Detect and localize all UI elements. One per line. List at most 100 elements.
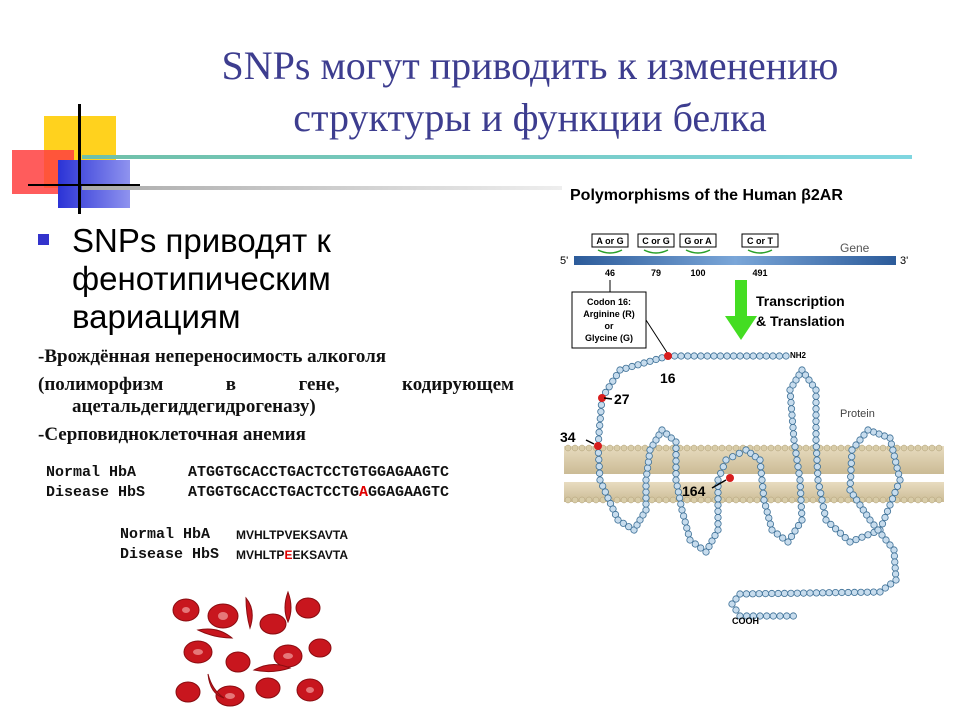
amino-acid-bead xyxy=(883,507,892,515)
amino-acid-bead xyxy=(847,473,855,481)
amino-acid-bead xyxy=(858,533,866,541)
point-enzyme: ацетальдегиддегидрогеназу) xyxy=(72,396,316,417)
membrane-head xyxy=(935,444,943,452)
amino-acid-bead xyxy=(818,496,826,504)
amino-acid-bead xyxy=(791,527,799,535)
membrane-head xyxy=(585,496,593,504)
amino-acid-bead xyxy=(677,352,685,360)
amino-acid-bead xyxy=(730,352,738,360)
membrane-head xyxy=(921,444,929,452)
point-sickle: -Серповидноклеточная анемия xyxy=(38,424,306,445)
amino-acid-bead xyxy=(882,536,890,544)
membrane-head xyxy=(900,444,908,452)
amino-acid-bead xyxy=(732,595,740,603)
amino-acid-bead xyxy=(814,469,822,477)
amino-acid-bead xyxy=(822,516,830,524)
amino-acid-bead xyxy=(789,612,797,620)
amino-acid-bead xyxy=(812,430,820,438)
amino-acid-bead xyxy=(597,401,606,409)
bullet-line-1: SNPs приводят к xyxy=(72,222,331,259)
amino-acid-bead xyxy=(878,520,887,528)
amino-acid-bead xyxy=(792,449,800,457)
amino-acid-bead xyxy=(674,488,682,496)
residue-16-marker xyxy=(664,352,672,360)
membrane-head xyxy=(879,444,887,452)
membrane-head xyxy=(683,496,691,504)
amino-acid-bead xyxy=(763,508,771,516)
amino-acid-bead xyxy=(711,531,719,540)
amino-acid-bead xyxy=(595,469,604,477)
membrane-head xyxy=(718,444,726,452)
amino-acid-bead xyxy=(864,426,872,434)
amino-acid-bead xyxy=(869,588,878,596)
amino-acid-bead xyxy=(710,352,718,360)
membrane-head xyxy=(627,496,635,504)
amino-acid-bead xyxy=(616,366,624,374)
amino-acid-bead xyxy=(595,428,603,436)
point-word: гене, xyxy=(298,374,340,395)
amino-acid-bead xyxy=(599,482,607,490)
amino-acid-bead xyxy=(722,456,730,464)
amino-acid-bead xyxy=(876,588,884,596)
amino-acid-bead xyxy=(863,511,871,519)
amino-acid-bead xyxy=(896,476,904,484)
amino-acid-bead xyxy=(775,352,783,360)
title-underline xyxy=(82,155,912,159)
amino-acid-bead xyxy=(667,434,675,442)
amino-acid-bead xyxy=(794,463,802,471)
deco-horizontal-line-black xyxy=(28,184,140,186)
amino-acid-bead xyxy=(766,520,774,528)
amino-acid-bead xyxy=(736,590,744,598)
amino-acid-bead xyxy=(714,476,722,484)
membrane-head xyxy=(739,496,747,504)
amino-acid-bead xyxy=(769,612,777,620)
membrane-head xyxy=(767,444,775,452)
amino-acid-bead xyxy=(703,352,711,360)
amino-acid-bead xyxy=(891,564,899,572)
protein-label: Protein xyxy=(840,408,875,420)
cooh-label: COOH xyxy=(732,616,759,626)
amino-acid-bead xyxy=(891,488,899,497)
snp-change: C or G xyxy=(642,236,670,246)
amino-acid-bead xyxy=(714,513,722,522)
amino-acid-bead xyxy=(690,352,698,360)
amino-acid-bead xyxy=(892,458,900,466)
amino-acid-bead xyxy=(714,495,722,503)
amino-acid-bead xyxy=(732,606,740,614)
amino-acid-bead xyxy=(765,514,773,522)
amino-acid-bead xyxy=(797,496,805,504)
amino-acid-bead xyxy=(890,452,898,460)
amino-acid-bead xyxy=(743,352,751,360)
membrane-head xyxy=(690,496,698,504)
amino-acid-bead xyxy=(779,534,787,542)
amino-acid-bead xyxy=(863,588,871,596)
membrane-head xyxy=(585,444,593,452)
gene-label: Gene xyxy=(840,241,870,255)
membrane-head xyxy=(914,444,922,452)
title-underline-gray xyxy=(82,186,562,190)
membrane-head xyxy=(788,496,796,504)
membrane-head xyxy=(725,444,733,452)
amino-acid-bead xyxy=(596,415,604,423)
membrane-head xyxy=(697,496,705,504)
amino-acid-bead xyxy=(890,552,898,560)
membrane-head xyxy=(571,444,579,452)
amino-acid-bead xyxy=(612,372,621,380)
seq-part: GGAGAAGTC xyxy=(368,484,450,501)
seq-part: EKSAVTA xyxy=(292,548,349,562)
amino-acid-bead xyxy=(644,464,652,472)
membrane-head xyxy=(837,496,845,504)
amino-acid-bead xyxy=(814,476,822,484)
membrane-head xyxy=(865,496,873,504)
amino-acid-bead xyxy=(787,532,796,541)
amino-acid-bead xyxy=(815,483,823,491)
membrane-head xyxy=(620,496,628,504)
membrane-head xyxy=(753,444,761,452)
amino-acid-bead xyxy=(723,352,731,360)
amino-acid-bead xyxy=(644,458,653,466)
amino-acid-bead xyxy=(890,546,898,554)
amino-acid-bead xyxy=(671,352,679,360)
amino-acid-bead xyxy=(813,449,821,457)
amino-acid-bead xyxy=(594,449,603,457)
amino-acid-bead xyxy=(663,430,671,438)
